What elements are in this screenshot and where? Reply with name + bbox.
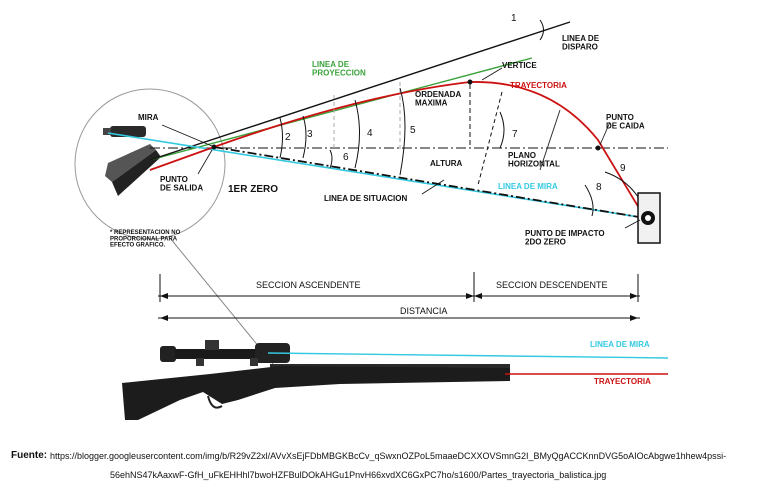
angle-number-2: 2 [285,132,291,143]
rifle-linea-de-mira-label: LINEA DE MIRA [590,340,650,349]
linea-de-mira-label: LINEA DE MIRA [498,182,558,191]
angle-number-7: 7 [512,129,518,140]
angle-number-9: 9 [620,163,626,174]
vertice-point [467,79,473,85]
source-url-line-1[interactable]: https://blogger.googleusercontent.com/im… [50,451,727,461]
seccion-ascendente-label: SECCION ASCENDENTE [256,280,361,290]
seccion-descendente-label: SECCION DESCENDENTE [496,280,608,290]
distancia-arrows [160,315,638,321]
fuente-label: Fuente: [11,450,48,461]
primer-zero-label: 1ER ZERO [228,184,278,195]
angle-number-6: 6 [343,152,349,163]
angle-number-3: 3 [307,129,313,140]
plano-vertical-line [539,109,561,171]
angle-arcs [279,19,641,217]
rifle-linea-de-mira-line [267,352,669,359]
altura-label: ALTURA [430,159,463,168]
section-arrows [160,293,638,299]
source-url-line-2[interactable]: 56ehNS47kAaxwF-GfH_uFkEHHhl7bwoHZFBulDOk… [110,470,607,480]
linea-de-situacion-line [213,146,646,219]
target-icon [637,192,661,244]
angle-number-1: 1 [511,13,517,24]
distancia-label: DISTANCIA [400,306,447,316]
linea-de-proyeccion-line [149,57,533,161]
angle-number-4: 4 [367,128,373,139]
trayectoria-label: TRAYECTORIA [510,81,567,90]
linea-de-disparo-line [149,21,571,161]
leader-lines [161,67,641,229]
angle-number-5: 5 [410,125,416,136]
altura-line [477,91,503,186]
seccion-dimension [158,272,640,302]
trayectoria-curve [149,81,646,219]
angle-number-8: 8 [596,182,602,193]
rifle-trayectoria-label: TRAYECTORIA [594,377,651,386]
mira-label: MIRA [138,113,159,122]
punto-de-salida-point [211,144,217,150]
vertice-label: VERTICE [502,61,537,70]
linea-de-situacion-label: LINEA DE SITUACION [324,194,407,203]
punto-de-caida-point [595,145,601,151]
rifle-image [122,340,510,420]
